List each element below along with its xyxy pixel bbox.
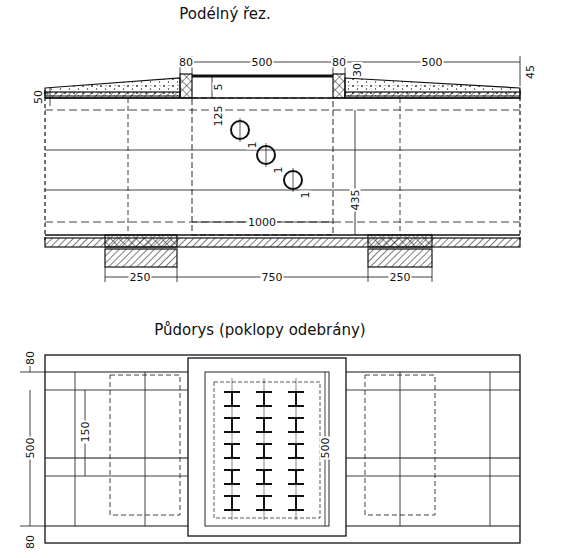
dimension-label: 150 — [80, 421, 91, 444]
ibeam-symbol — [256, 418, 272, 432]
ibeam-symbol — [288, 418, 304, 432]
view-title: Podélný řez. — [178, 7, 271, 22]
ibeam-symbol — [224, 496, 240, 510]
dimension-label: 50 — [33, 89, 44, 105]
dimension-label: 125 — [213, 105, 224, 128]
ibeam-symbol — [256, 470, 272, 484]
callout-number: 1 — [247, 141, 258, 150]
view-title: Půdorys (poklopy odebrány) — [153, 323, 366, 338]
dimension-label: 5 — [213, 83, 224, 92]
callout-number: 1 — [300, 191, 311, 200]
dimension-label: 250 — [389, 272, 412, 283]
ibeam-symbol — [256, 444, 272, 458]
dimension-label: 80 — [25, 350, 36, 366]
dimension-label: 250 — [129, 272, 152, 283]
callout-number: 1 — [273, 166, 284, 175]
dimension-label: 30 — [352, 62, 363, 78]
ibeam-symbol — [288, 496, 304, 510]
ibeam-symbol — [288, 470, 304, 484]
dimension-label: 80 — [25, 534, 36, 550]
ibeam-symbol — [224, 444, 240, 458]
dimension-label: 45 — [525, 64, 536, 80]
dimension-label: 500 — [421, 57, 444, 68]
dimension-label: 500 — [251, 57, 274, 68]
dimension-label: 500 — [25, 437, 36, 460]
dimension-label: 750 — [261, 272, 284, 283]
ibeam-symbol — [224, 470, 240, 484]
dimension-label: 1000 — [247, 217, 277, 228]
dimension-label: 80 — [331, 57, 347, 68]
dimension-label: 435 — [350, 189, 361, 212]
ibeam-symbol — [224, 418, 240, 432]
dimension-label: 80 — [178, 57, 194, 68]
dimension-label: 500 — [320, 437, 331, 460]
ibeam-symbol — [288, 444, 304, 458]
ibeam-symbol — [256, 496, 272, 510]
